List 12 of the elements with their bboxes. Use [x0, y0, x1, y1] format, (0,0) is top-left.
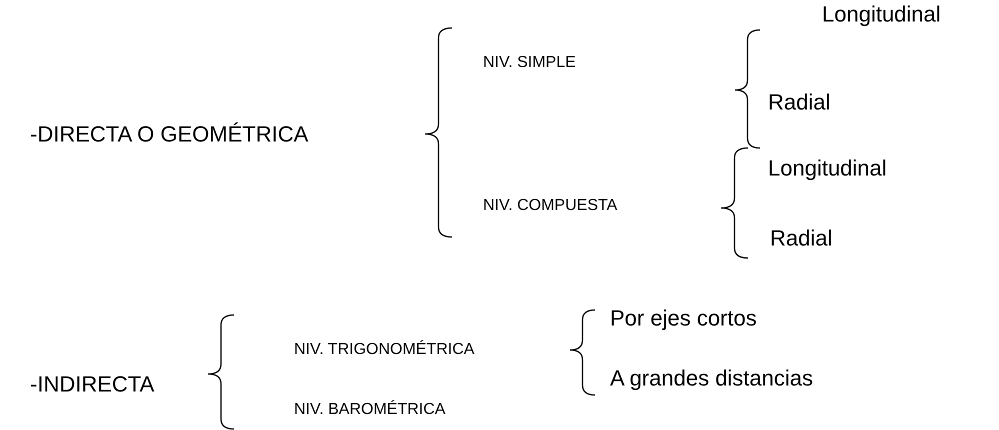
category-label: Longitudinal — [822, 1, 941, 27]
category-label: Radial — [770, 225, 832, 251]
category-label: NIV. BAROMÉTRICA — [294, 400, 446, 420]
category-label: NIV. TRIGONOMÉTRICA — [294, 340, 474, 360]
category-label: Radial — [768, 89, 830, 115]
category-label: -INDIRECTA — [30, 371, 154, 397]
category-label: NIV. SIMPLE — [483, 54, 576, 72]
category-label: A grandes distancias — [610, 365, 814, 391]
category-label: NIV. COMPUESTA — [483, 196, 618, 216]
category-label: Longitudinal — [768, 155, 887, 181]
category-label: -DIRECTA O GEOMÉTRICA — [30, 121, 308, 147]
category-label: Por ejes cortos — [610, 305, 757, 331]
